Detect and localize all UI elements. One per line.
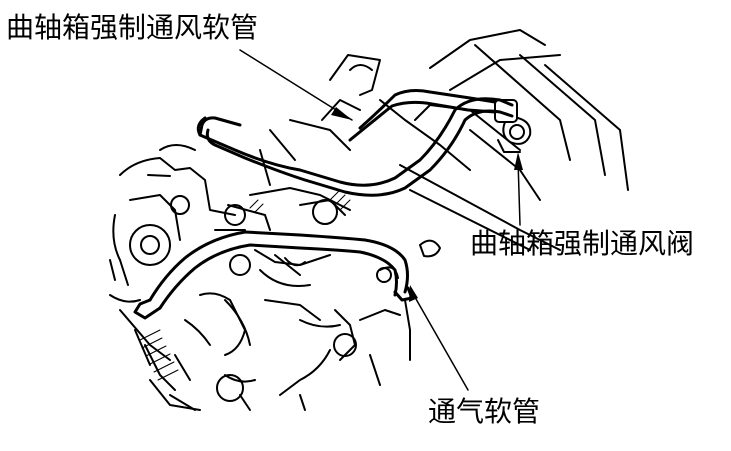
- hatching: [139, 189, 351, 381]
- leader-lines: [239, 49, 521, 391]
- pcv-valve-drawing: [494, 99, 532, 153]
- pcv-hose-drawing: [196, 89, 514, 197]
- vent-hose-label: 通气软管: [428, 395, 541, 428]
- engine-frame-lines: [321, 29, 629, 251]
- leader-arrowheads: [331, 107, 523, 302]
- pcv-valve-label: 曲轴箱强制通风阀: [470, 227, 695, 260]
- pcv-hose-label: 曲轴箱强制通风软管: [6, 11, 259, 44]
- lower-bracket-details: [174, 239, 441, 411]
- engine-block-details: [112, 119, 351, 287]
- vent-hose-drawing: [133, 230, 414, 320]
- left-engine-details: [109, 224, 201, 411]
